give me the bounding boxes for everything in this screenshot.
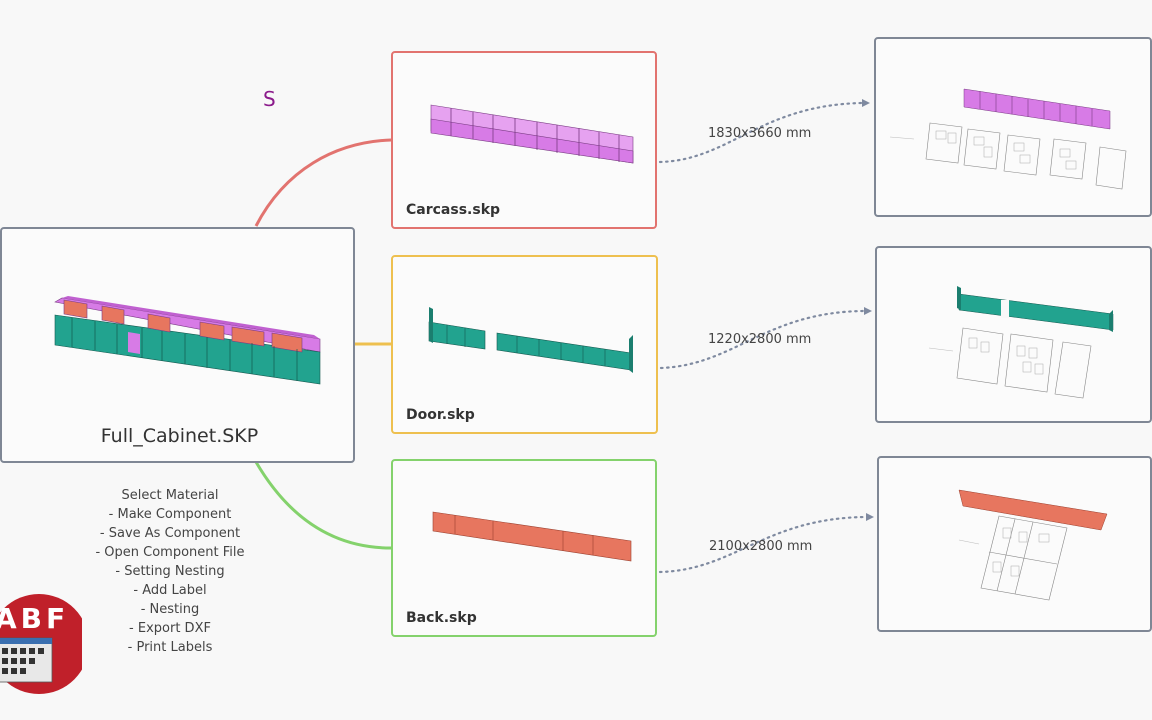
back-card[interactable]: Back.skp (391, 459, 657, 637)
step-item: Select Material (121, 488, 219, 503)
step-item: - Setting Nesting (115, 564, 225, 579)
carcass-model (430, 104, 634, 164)
door-model (428, 307, 633, 373)
arrowhead-back (866, 513, 874, 521)
full-cabinet-title: Full_Cabinet.SKP (100, 425, 259, 447)
dotted-arrow-back (658, 515, 868, 574)
svg-text:ABF: ABF (0, 602, 69, 635)
door-nesting-result-card[interactable] (875, 246, 1152, 423)
back-nesting-thumbnail (958, 489, 1108, 601)
step-item: - Export DXF (129, 621, 211, 636)
full-cabinet-card[interactable]: Full_Cabinet.SKP (0, 227, 355, 463)
abf-logo: ABF (0, 594, 82, 694)
dotted-arrow-carcass (658, 101, 864, 164)
connector-carcass (254, 138, 392, 227)
carcass-nesting-result-card[interactable] (874, 37, 1152, 217)
step-item: - Save As Component (99, 526, 241, 541)
step-item: - Print Labels (127, 640, 213, 655)
carcass-label: Carcass.skp (406, 202, 501, 218)
dotted-arrow-door (659, 309, 866, 370)
workflow-steps-list: Select Material - Make Component - Save … (60, 486, 280, 657)
step-item: - Open Component File (95, 545, 245, 560)
back-label: Back.skp (406, 610, 477, 626)
back-model (432, 511, 632, 562)
back-nesting-result-card[interactable] (877, 456, 1152, 632)
sheet-size-door: 1220x2800 mm (708, 332, 812, 347)
full-cabinet-model (54, 296, 321, 385)
sheet-size-back: 2100x2800 mm (709, 539, 813, 554)
arrowhead-door (864, 307, 872, 315)
door-label: Door.skp (406, 407, 475, 423)
sheet-size-carcass: 1830x3660 mm (708, 126, 812, 141)
step-item: - Make Component (108, 507, 232, 522)
step-item: - Nesting (140, 602, 200, 617)
step-item: - Add Label (133, 583, 207, 598)
door-nesting-thumbnail (928, 286, 1114, 399)
carcass-nesting-thumbnail (889, 88, 1127, 190)
annotation-letter: S (263, 87, 276, 111)
arrowhead-carcass (862, 99, 870, 107)
door-card[interactable]: Door.skp (391, 255, 658, 434)
connector-back (254, 461, 392, 550)
carcass-card[interactable]: Carcass.skp (391, 51, 657, 229)
